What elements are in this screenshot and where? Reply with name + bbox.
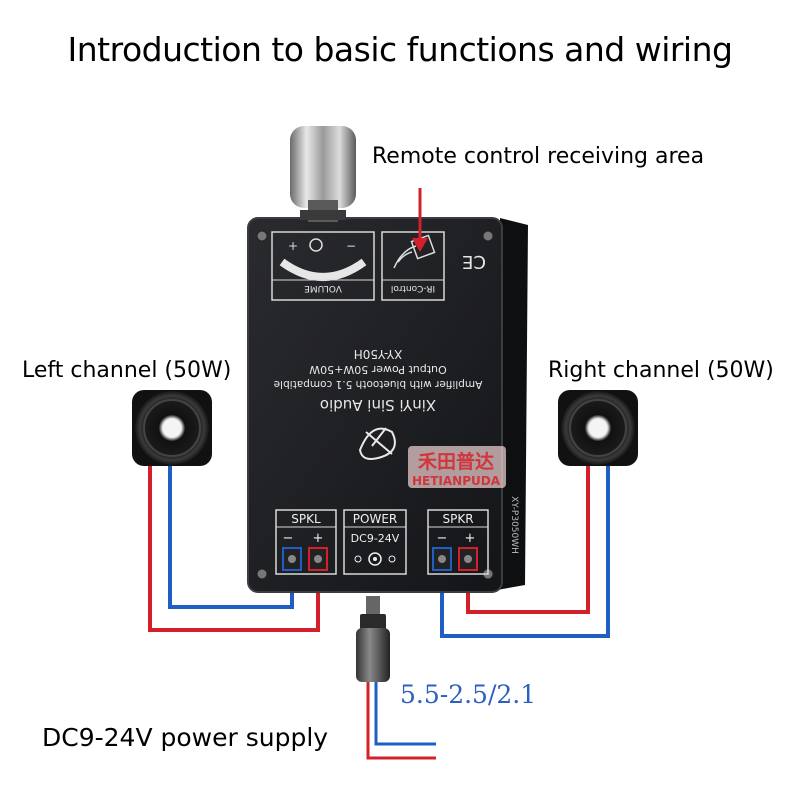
power-blue-wire [374, 680, 436, 746]
volume-label: VOLUME [304, 283, 342, 293]
terminal-panels: SPKL − + POWER DC9-24V SPKR − + [275, 509, 489, 575]
spkr-label: SPKR [442, 512, 473, 526]
watermark-cn: 禾田普达 [418, 450, 494, 473]
right-channel-label: Right channel (50W) [548, 358, 774, 383]
spkr-minus: − [437, 531, 448, 546]
remote-area-label: Remote control receiving area [372, 144, 705, 169]
amplifier-text: Amplifier with bluetooth 5.1 compatible [274, 378, 483, 390]
side-code-text: XY-P3050WH [509, 496, 519, 554]
brand-text: XinYi Sini Audio [320, 396, 436, 414]
output-power-text: Output Power 50W+50W [309, 363, 447, 376]
spkl-panel: SPKL − + [275, 509, 337, 575]
left-speaker [132, 390, 212, 466]
left-red-wire [148, 465, 320, 632]
board-text: XY-Y50H Output Power 50W+50W Amplifier w… [274, 347, 483, 414]
model-text: XY-Y50H [354, 347, 403, 361]
spkl-label: SPKL [291, 512, 321, 526]
power-supply-label: DC9-24V power supply [42, 723, 329, 752]
right-speaker [558, 390, 638, 466]
ir-control-label: IR-Control [391, 283, 435, 293]
svg-text:−: − [346, 239, 356, 253]
spkr-plus: + [465, 531, 476, 546]
right-blue-wire [440, 465, 610, 638]
board-side-edge [497, 218, 528, 590]
ce-mark: CE [462, 251, 486, 272]
plug-size-label: 5.5-2.5/2.1 [400, 680, 537, 709]
left-channel-label: Left channel (50W) [22, 358, 232, 383]
brand-logo [358, 427, 396, 460]
power-red-wire [366, 680, 436, 760]
watermark-en: HETIANPUDA [412, 474, 501, 488]
spkr-panel: SPKR − + [427, 509, 489, 575]
remote-pointer [412, 188, 428, 252]
spkl-plus: + [313, 531, 324, 546]
amplifier-board [247, 217, 503, 593]
dc-plug [356, 596, 390, 682]
spkl-minus: − [283, 531, 294, 546]
power-wires [366, 680, 436, 760]
svg-text:+: + [288, 239, 298, 253]
dc-label: DC9-24V [351, 532, 400, 545]
power-panel: POWER DC9-24V [343, 509, 407, 575]
volume-panel: + − VOLUME [271, 231, 375, 301]
power-label: POWER [353, 512, 397, 526]
volume-knob [290, 126, 356, 222]
watermark: 禾田普达 HETIANPUDA [408, 446, 506, 488]
page-title: Introduction to basic functions and wiri… [67, 30, 733, 69]
